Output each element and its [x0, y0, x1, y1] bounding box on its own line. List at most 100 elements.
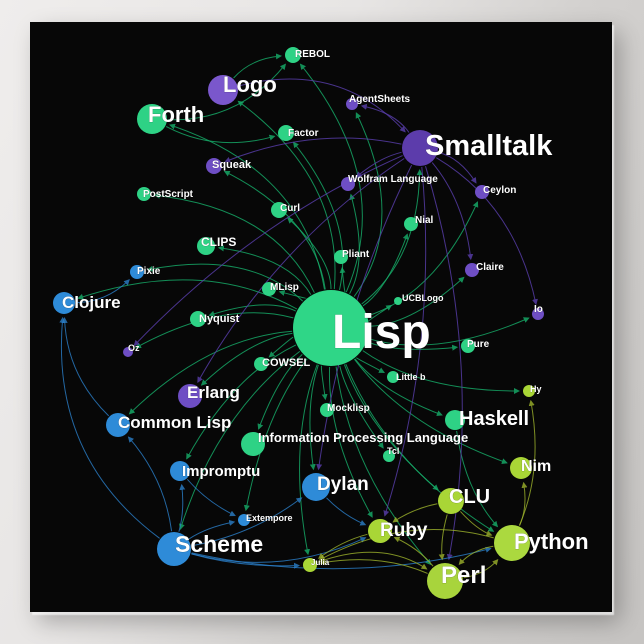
- graph-node-clojure: [53, 292, 75, 314]
- graph-node-ruby: [368, 519, 392, 543]
- edges-layer: [59, 53, 538, 579]
- edge-lisp-forth: [169, 123, 325, 290]
- graph-node-rebol: [285, 47, 301, 63]
- edge-lisp-hy: [362, 350, 520, 395]
- edge-lisp-nial: [362, 233, 409, 307]
- edge-lisp-postscript: [153, 192, 315, 293]
- edge-lisp-mocklisp: [320, 365, 328, 401]
- edge-perl-python: [463, 558, 499, 579]
- node-label-logo: Logo: [223, 72, 277, 97]
- edge-commonlisp-clojure: [61, 317, 110, 417]
- edge-python-perl: [458, 545, 494, 566]
- edge-lisp-smalltalk: [361, 169, 423, 305]
- edge-lisp-rebol: [299, 63, 363, 293]
- graph-node-mlisp: [262, 282, 276, 296]
- edge-smalltalk-io: [436, 157, 538, 306]
- edge-smalltalk-ruby: [383, 166, 427, 517]
- edge-smalltalk-squeak: [224, 137, 402, 163]
- node-label-agentsheets: AgentSheets: [349, 94, 411, 105]
- node-label-mlisp: MLisp: [270, 282, 299, 293]
- edge-scheme-dylan: [191, 497, 303, 547]
- node-label-smalltalk: Smalltalk: [425, 130, 553, 162]
- node-label-rebol: REBOL: [295, 49, 330, 60]
- edge-clojure-pixie: [75, 279, 130, 304]
- graph-node-nim: [510, 457, 532, 479]
- edge-lisp-clips: [217, 245, 312, 295]
- edge-lisp-ceylon: [367, 201, 479, 317]
- graph-node-nyquist: [190, 311, 206, 327]
- edge-clu-python: [460, 511, 493, 537]
- edge-lisp-pure: [367, 341, 459, 351]
- node-label-perl: Perl: [441, 562, 486, 589]
- graph-node-postscript: [137, 187, 151, 201]
- edge-lisp-extempore: [243, 358, 308, 512]
- graph-node-extempore: [238, 514, 250, 526]
- graph-node-mocklisp: [320, 403, 334, 417]
- graph-node-io: [532, 308, 544, 320]
- node-label-nyquist: Nyquist: [199, 313, 240, 325]
- node-label-wolfram: Wolfram Language: [348, 174, 438, 185]
- edge-smalltalk-wolfram: [355, 151, 402, 178]
- graph-node-commonlisp: [106, 413, 130, 437]
- edge-smalltalk-agentsheets: [360, 103, 410, 133]
- node-label-scheme: Scheme: [175, 531, 263, 557]
- graph-node-claire: [465, 263, 479, 277]
- edge-scheme-clojure: [59, 316, 160, 539]
- node-label-oz: Oz: [128, 343, 140, 353]
- edge-lisp-cowsel: [268, 336, 294, 358]
- node-label-python: Python: [514, 529, 589, 554]
- node-label-io: Io: [534, 304, 543, 315]
- node-label-ceylon: Ceylon: [483, 185, 516, 196]
- edge-haskell-python: [456, 430, 499, 528]
- edge-lisp-logo: [237, 100, 336, 290]
- edge-ruby-julia: [318, 533, 368, 559]
- graph-node-logo: [208, 75, 238, 105]
- graph-node-clu: [438, 488, 464, 514]
- graph-node-erlang: [178, 384, 202, 408]
- graph-node-nial: [404, 217, 418, 231]
- graph-node-lisp: [293, 290, 369, 366]
- edge-lisp-python: [345, 363, 495, 532]
- node-label-claire: Claire: [476, 262, 504, 273]
- edge-lisp-perl: [335, 366, 432, 566]
- edge-scheme-impromptu: [178, 483, 186, 532]
- edge-scheme-ruby: [191, 537, 367, 563]
- edge-smalltalk-erlang: [197, 158, 405, 383]
- node-label-erlang: Erlang: [187, 383, 240, 402]
- graph-node-littleb: [387, 371, 399, 383]
- node-label-hy: Hy: [530, 384, 542, 394]
- graph-node-agentsheets: [346, 98, 358, 110]
- edge-lisp-nim: [354, 358, 508, 465]
- graph-node-pure: [461, 339, 475, 353]
- edge-lisp-commonlisp: [128, 330, 293, 415]
- node-label-julia: Julia: [311, 558, 330, 567]
- node-label-littleb: Little b: [396, 372, 426, 382]
- graph-node-perl: [427, 563, 463, 599]
- edge-lisp-ucblogo: [368, 304, 393, 322]
- edge-perl-julia: [319, 559, 428, 574]
- edge-scheme-extempore: [188, 519, 236, 540]
- graph-node-julia: [303, 558, 317, 572]
- edge-logo-rebol: [233, 53, 282, 79]
- edge-lisp-pixie: [146, 263, 304, 302]
- edge-python-hy: [518, 399, 536, 526]
- node-label-clips: CLIPS: [201, 235, 236, 249]
- edge-lisp-haskell: [354, 358, 443, 417]
- edge-lisp-ipl: [257, 354, 303, 430]
- edge-lisp-oz: [135, 312, 294, 349]
- graph-node-ucblogo: [394, 297, 402, 305]
- graph-node-factor: [278, 125, 294, 141]
- edge-python-julia: [318, 529, 494, 561]
- edge-lisp-julia: [299, 364, 318, 556]
- node-label-clu: CLU: [449, 486, 490, 508]
- node-label-forth: Forth: [148, 102, 204, 127]
- node-label-lisp: Lisp: [332, 306, 431, 359]
- node-label-nial: Nial: [415, 215, 434, 226]
- edge-impromptu-extempore: [186, 478, 236, 517]
- edge-lisp-pliant: [339, 266, 346, 293]
- edge-lisp-littleb: [355, 357, 385, 373]
- node-label-curl: Curl: [280, 203, 300, 214]
- node-label-ruby: Ruby: [380, 520, 428, 541]
